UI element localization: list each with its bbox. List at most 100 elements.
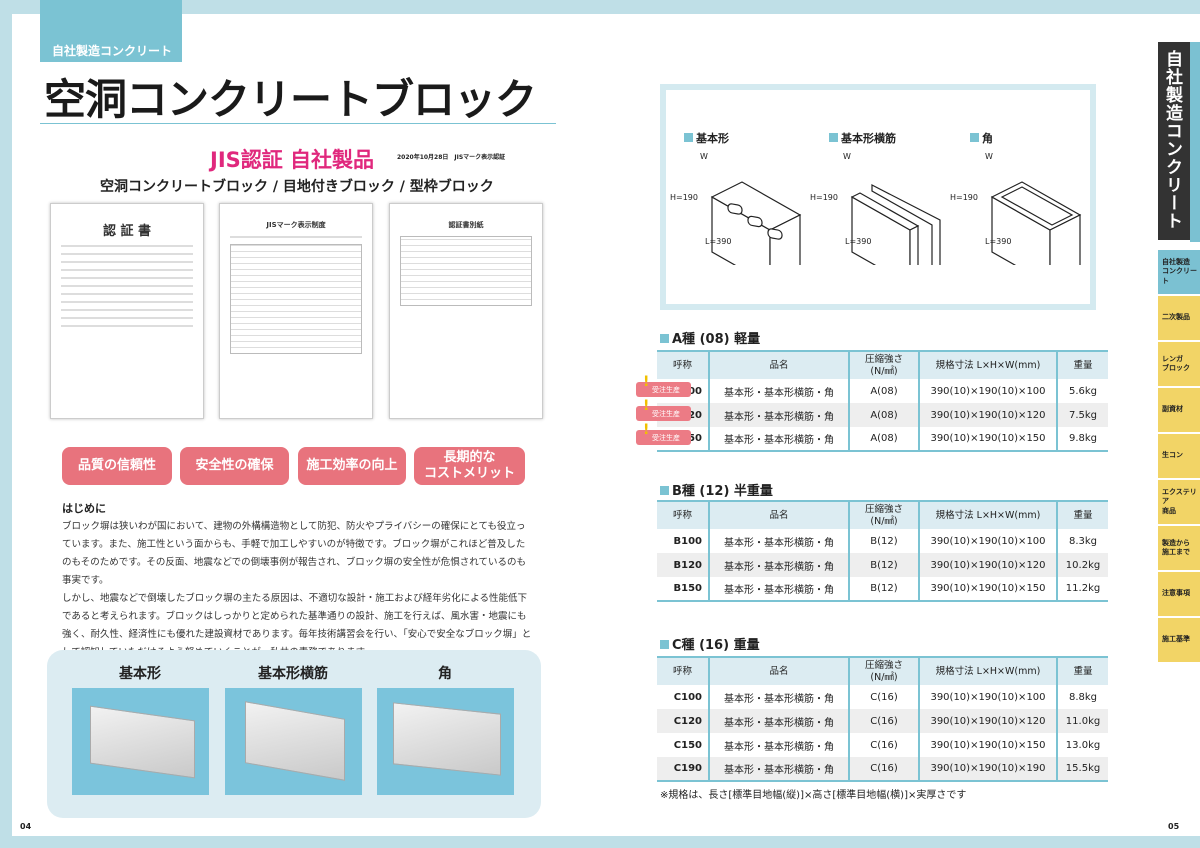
column-header: 品名 (708, 501, 849, 529)
feature-pill: 長期的な コストメリット (414, 447, 525, 485)
sidebar-tab-0[interactable]: 自社製造 コンクリート (1158, 250, 1200, 294)
table-cell: 390(10)×190(10)×100 (918, 379, 1057, 403)
table-cell: 8.8kg (1056, 685, 1108, 709)
table-cell: 13.0kg (1056, 733, 1108, 757)
table-cell: C120 (673, 715, 702, 727)
made-to-order-badge: !受注生産 (636, 374, 691, 397)
diagram-label: 基本形横筋 (829, 130, 896, 146)
table-cell: 390(10)×190(10)×100 (918, 685, 1057, 709)
table-cell: C190 (673, 763, 702, 774)
table-cell: B150 (673, 583, 703, 594)
feature-pill: 安全性の確保 (180, 447, 289, 485)
section-strip (1190, 42, 1200, 242)
page-title: 空洞コンクリートブロック (44, 75, 537, 124)
sidebar-tab-2[interactable]: レンガ ブロック (1158, 342, 1200, 386)
table-header-row: 呼称品名圧縮強さ (N/㎟)規格寸法 L×H×W(mm)重量 (657, 501, 1108, 529)
table-row: A120基本形・基本形横筋・角A(08)390(10)×190(10)×1207… (657, 403, 1108, 427)
sidebar-tab-3[interactable]: 副資材 (1158, 388, 1200, 432)
column-header: 品名 (708, 657, 849, 685)
table-cell: C150 (673, 739, 702, 751)
column-header: 重量 (1056, 351, 1108, 379)
dim-h: H=190 (670, 193, 698, 202)
table-cell: C(16) (848, 709, 919, 733)
diagram-label: 基本形 (684, 130, 729, 146)
exclamation-icon: ! (643, 422, 650, 438)
table-cell: 390(10)×190(10)×120 (918, 709, 1057, 733)
table-cell: 15.5kg (1056, 757, 1108, 781)
made-to-order-badge: !受注生産 (636, 422, 691, 445)
block-photo-basic (72, 688, 209, 795)
column-header: 規格寸法 L×H×W(mm) (918, 351, 1057, 379)
column-header: 圧縮強さ (N/㎟) (848, 657, 919, 685)
certificate-heading: 認 証 書 (102, 224, 152, 239)
intro-heading: はじめに (62, 502, 106, 515)
dim-h: H=190 (950, 193, 978, 202)
table-cell: B100 (673, 535, 703, 547)
column-header: 規格寸法 L×H×W(mm) (918, 657, 1057, 685)
photo-label: 基本形 (119, 666, 161, 682)
table-cell: 基本形・基本形横筋・角 (708, 529, 849, 553)
table-cell: C(16) (848, 757, 919, 781)
diagram-label: 角 (970, 130, 993, 146)
table-cell: B(12) (848, 577, 919, 601)
sidebar-tab-1[interactable]: 二次製品 (1158, 296, 1200, 340)
block-photo-corner (377, 688, 514, 795)
table-c-title: C種 (16) 重量 (660, 634, 760, 653)
table-cell: 基本形・基本形横筋・角 (708, 733, 849, 757)
table-cell: B(12) (848, 529, 919, 553)
photo-label: 基本形横筋 (258, 666, 328, 682)
block-diagrams (710, 181, 1082, 265)
table-a-title: A種 (08) 軽量 (660, 328, 760, 347)
table-cell: 基本形・基本形横筋・角 (708, 553, 849, 577)
table-cell: C(16) (848, 685, 919, 709)
table-cell: 390(10)×190(10)×190 (918, 757, 1057, 781)
column-header: 呼称 (657, 657, 709, 685)
product-subtitle: 空洞コンクリートブロック / 目地付きブロック / 型枠ブロック (100, 179, 494, 195)
column-header: 呼称 (657, 351, 709, 379)
table-cell: 390(10)×190(10)×150 (918, 427, 1057, 451)
table-cell: 11.0kg (1056, 709, 1108, 733)
table-cell: C100 (673, 691, 702, 703)
certificate-heading: 認証書別紙 (448, 221, 484, 229)
dim-l: L=390 (985, 237, 1012, 246)
table-cell: 基本形・基本形横筋・角 (708, 427, 849, 451)
corner-block-drawing (990, 181, 1082, 265)
intro-body: ブロック塀は狭いわが国において、建物の外構構造物として防犯、防火やプライバシーの… (62, 521, 532, 658)
feature-pill: 品質の信頼性 (62, 447, 172, 485)
table-cell: 8.3kg (1056, 529, 1108, 553)
table-cell: 基本形・基本形横筋・角 (708, 577, 849, 601)
column-header: 圧縮強さ (N/㎟) (848, 351, 919, 379)
sidebar-tab-6[interactable]: 製造から 施工まで (1158, 526, 1200, 570)
sidebar-tab-5[interactable]: エクステリア 商品 (1158, 480, 1200, 524)
jis-date-note: 2020年10月28日 JISマーク表示認証 (397, 154, 506, 161)
sidebar-tab-8[interactable]: 施工基準 (1158, 618, 1200, 662)
dim-l: L=390 (705, 237, 732, 246)
section-vertical-title: 自社製造コンクリート (1158, 42, 1190, 240)
table-cell: 7.5kg (1056, 403, 1108, 427)
table-header-row: 呼称品名圧縮強さ (N/㎟)規格寸法 L×H×W(mm)重量 (657, 657, 1108, 685)
table-cell: 基本形・基本形横筋・角 (708, 709, 849, 733)
table-cell: B(12) (848, 553, 919, 577)
certificate-image: 認証書別紙 (389, 203, 543, 419)
dim-w: W (843, 152, 851, 161)
certificate-heading: JISマーク表示制度 (266, 221, 326, 229)
page-number-right: 05 (1168, 822, 1180, 831)
exclamation-icon: ! (643, 374, 650, 390)
column-header: 規格寸法 L×H×W(mm) (918, 501, 1057, 529)
table-cell: 390(10)×190(10)×150 (918, 733, 1057, 757)
spec-note: ※規格は、長さ[標準目地幅(縦)]×高さ[標準目地幅(横)]×実厚さです (660, 790, 967, 801)
table-cell: 11.2kg (1056, 577, 1108, 601)
certificate-image: 認 証 書 (50, 203, 204, 419)
sidebar-tab-4[interactable]: 生コン (1158, 434, 1200, 478)
table-cell: 基本形・基本形横筋・角 (708, 379, 849, 403)
table-cell: 基本形・基本形横筋・角 (708, 685, 849, 709)
page-number-left: 04 (20, 822, 32, 831)
table-cell: 10.2kg (1056, 553, 1108, 577)
certificate-image: JISマーク表示制度 (219, 203, 373, 419)
sidebar-tab-7[interactable]: 注意事項 (1158, 572, 1200, 616)
